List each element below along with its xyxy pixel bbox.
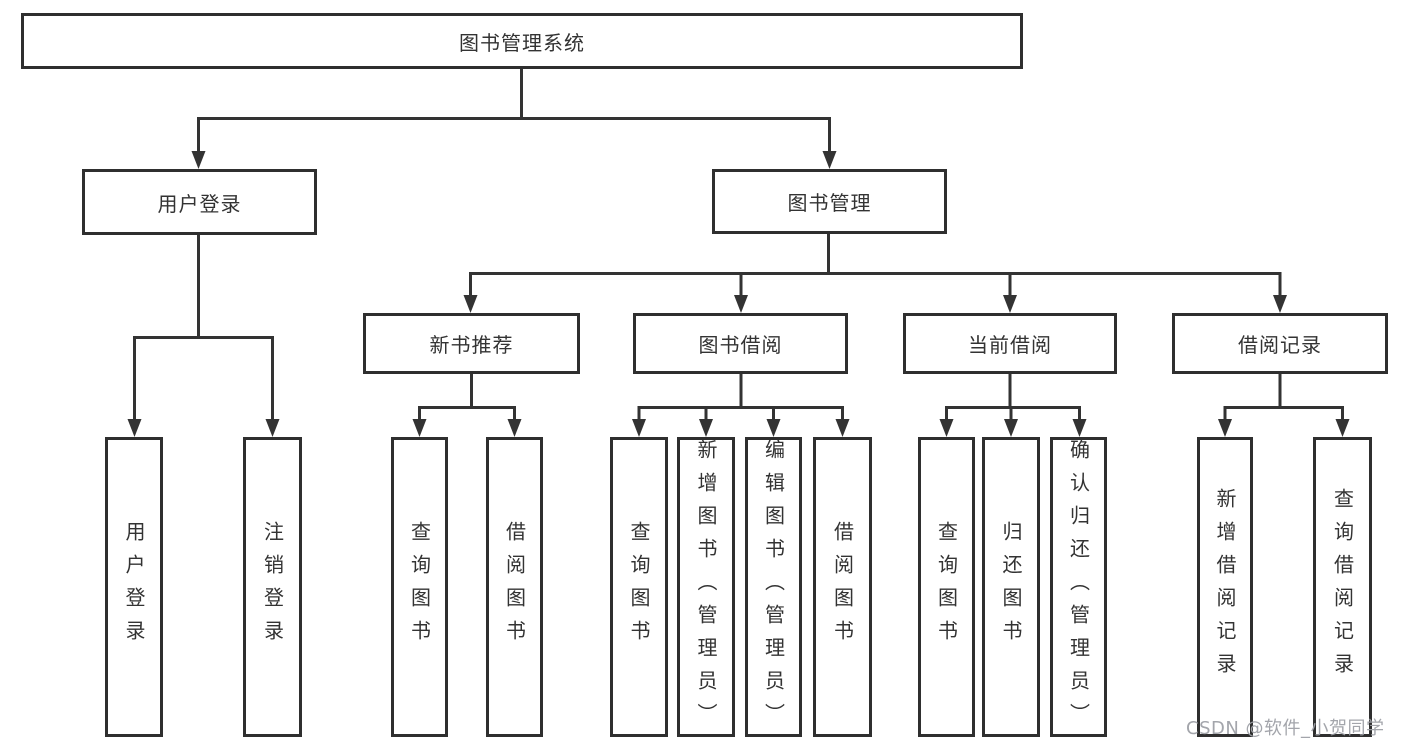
- leaf-borrow-books-recommend-label: 借阅图书: [502, 521, 527, 653]
- node-new-book-recommend: 新书推荐: [363, 313, 580, 374]
- connector-new-book-to-leaves: [412, 374, 522, 437]
- leaf-query-books-current: 查询图书: [918, 437, 975, 737]
- leaf-query-books-borrow-label: 查询图书: [627, 521, 651, 653]
- node-book-management: 图书管理: [712, 169, 947, 234]
- leaf-add-book-admin: 新增图书（管理员）: [677, 437, 735, 737]
- leaf-return-book: 归还图书: [982, 437, 1040, 737]
- node-library-management-system: 图书管理系统: [21, 13, 1023, 69]
- leaf-add-book-admin-label: 新增图书（管理员）: [694, 438, 718, 736]
- node-current-borrow: 当前借阅: [903, 313, 1117, 374]
- connector-borrow-records-to-leaves: [1218, 374, 1350, 437]
- node-user-login: 用户登录: [82, 169, 317, 235]
- leaf-return-book-label: 归还图书: [999, 521, 1023, 653]
- leaf-add-borrow-record: 新增借阅记录: [1197, 437, 1253, 737]
- csdn-watermark: CSDN @软件_小贺同学: [1186, 718, 1385, 739]
- node-borrow-records: 借阅记录: [1172, 313, 1388, 374]
- connector-book-management-to-level3: [463, 233, 1287, 313]
- leaf-edit-book-admin: 编辑图书（管理员）: [745, 437, 802, 737]
- node-book-borrow: 图书借阅: [633, 313, 848, 374]
- leaf-user-login: 用户登录: [105, 437, 163, 737]
- connector-book-borrow-to-leaves: [632, 374, 850, 437]
- leaf-query-books-current-label: 查询图书: [934, 521, 959, 653]
- connector-current-borrow-to-leaves: [939, 374, 1087, 437]
- leaf-add-borrow-record-label: 新增借阅记录: [1213, 488, 1237, 686]
- leaf-user-login-label: 用户登录: [122, 521, 146, 653]
- leaf-edit-book-admin-label: 编辑图书（管理员）: [761, 438, 786, 736]
- leaf-borrow-books-label: 借阅图书: [830, 521, 855, 653]
- leaf-confirm-return-admin: 确认归还（管理员）: [1050, 437, 1107, 737]
- connector-root-to-level2: [191, 68, 837, 169]
- leaf-borrow-books: 借阅图书: [813, 437, 872, 737]
- leaf-logout-label: 注销登录: [260, 521, 285, 653]
- leaf-confirm-return-admin-label: 确认归还（管理员）: [1066, 438, 1091, 736]
- leaf-query-books-borrow: 查询图书: [610, 437, 668, 737]
- leaf-query-borrow-record-label: 查询借阅记录: [1330, 488, 1355, 686]
- leaf-query-books-recommend-label: 查询图书: [407, 521, 432, 653]
- leaf-logout: 注销登录: [243, 437, 302, 737]
- leaf-borrow-books-recommend: 借阅图书: [486, 437, 543, 737]
- leaf-query-borrow-record: 查询借阅记录: [1313, 437, 1372, 737]
- connector-user-login-to-leaves: [127, 234, 280, 437]
- leaf-query-books-recommend: 查询图书: [391, 437, 448, 737]
